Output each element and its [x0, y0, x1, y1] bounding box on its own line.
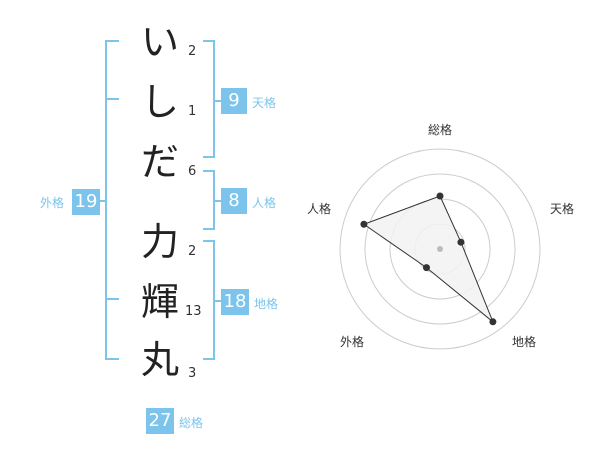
- stroke-count-6: 3: [188, 366, 197, 381]
- tenkaku-bracket-bottom: [203, 156, 215, 158]
- name-char-2: し: [140, 80, 179, 124]
- radar-label-gaikaku: 外格: [340, 334, 364, 349]
- chikaku-bracket-top: [203, 240, 215, 242]
- chikaku-connector: [213, 300, 222, 302]
- stroke-count-3: 6: [188, 164, 197, 179]
- radar-label-tenkaku: 天格: [550, 201, 574, 216]
- tenkaku-bracket-vertical: [213, 40, 215, 158]
- gaikaku-value: 19: [72, 189, 100, 215]
- soukaku-value: 27: [146, 408, 174, 434]
- jinkaku-connector: [213, 200, 222, 202]
- name-char-3: だ: [140, 140, 179, 184]
- tenkaku-value: 9: [221, 88, 247, 114]
- name-char-6: 丸: [140, 338, 179, 382]
- name-char-4: 力: [140, 220, 179, 264]
- radar-label-soukaku: 総格: [428, 122, 452, 137]
- radar-point-4: [360, 220, 368, 228]
- jinkaku-bracket-top: [203, 170, 215, 172]
- tenkaku-connector: [213, 100, 222, 102]
- radar-point-3: [422, 264, 430, 272]
- left-bracket-mid2: [105, 298, 119, 300]
- name-char-5: 輝: [140, 280, 179, 324]
- radar-point-2: [489, 318, 497, 326]
- stroke-count-4: 2: [188, 244, 197, 259]
- jinkaku-bracket-bottom: [203, 228, 215, 230]
- jinkaku-label: 人格: [252, 196, 277, 210]
- radar-center-dot: [437, 246, 443, 252]
- stroke-count-2: 1: [188, 104, 197, 119]
- radar-ring-4: [339, 148, 541, 350]
- radar-ring-3: [364, 173, 516, 325]
- stroke-count-5: 13: [185, 304, 202, 319]
- left-bracket-mid1: [105, 98, 119, 100]
- radar-label-jinkaku: 人格: [307, 201, 331, 216]
- gaikaku-connector: [97, 200, 107, 202]
- soukaku-label: 総格: [179, 416, 204, 430]
- left-bracket-top: [105, 40, 119, 42]
- radar-point-0: [436, 192, 444, 200]
- jinkaku-value: 8: [221, 188, 247, 214]
- chikaku-bracket-bottom: [203, 358, 215, 360]
- tenkaku-bracket-top: [203, 40, 215, 42]
- chikaku-value: 18: [221, 289, 249, 315]
- radar-label-chikaku: 地格: [512, 334, 536, 349]
- gaikaku-label: 外格: [40, 196, 65, 210]
- left-bracket-bottom: [105, 358, 119, 360]
- name-char-1: い: [140, 20, 179, 64]
- stroke-count-1: 2: [188, 44, 197, 59]
- radar-point-1: [457, 238, 465, 246]
- radar-points: [360, 192, 497, 326]
- tenkaku-label: 天格: [252, 96, 277, 110]
- radar-polygon: [362, 195, 494, 323]
- chikaku-label: 地格: [254, 297, 279, 311]
